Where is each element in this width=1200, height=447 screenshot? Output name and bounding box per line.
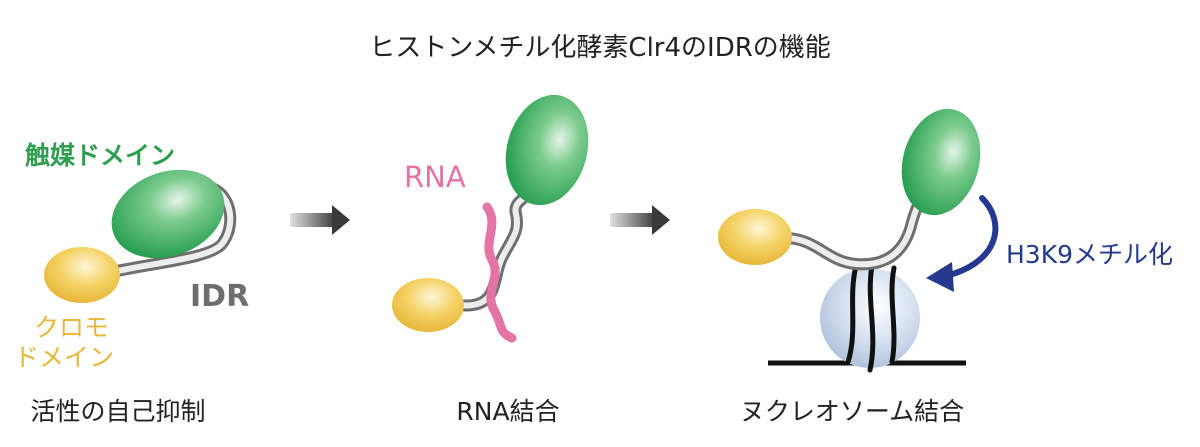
methylation-arrow [943,195,999,279]
panel-rna-binding: RNA RNA結合 [392,94,589,426]
idr-linker-highlight [109,185,234,275]
transition-arrow-1 [290,205,350,235]
rna-label: RNA [404,160,466,194]
catalytic-domain-label: 触媒ドメイン [25,141,175,170]
idr-label: IDR [190,279,249,314]
rna-strand [482,202,517,343]
caption-autoinhibition: 活性の自己抑制 [30,397,205,426]
diagram-title: ヒストンメチル化酵素Clr4のIDRの機能 [369,33,831,63]
panel-nucleosome-binding: H3K9メチル化 ヌクレオソーム結合 [718,108,1173,426]
caption-rna-binding: RNA結合 [456,397,559,426]
methylation-label: H3K9メチル化 [1006,240,1173,269]
transition-arrow-2 [610,205,670,235]
chromodomain-shape [718,209,792,265]
methylation-arrowhead [926,262,954,292]
panel-autoinhibition: 触媒ドメイン IDR クロモ ドメイン 活性の自己抑制 [14,141,249,426]
chromodomain-label-line2: ドメイン [14,343,114,372]
chromodomain-shape [392,278,464,332]
chromodomain-shape [44,247,120,303]
catalytic-domain-shape [505,94,589,206]
catalytic-domain-shape [111,169,225,259]
dna-wrap-2 [867,263,876,373]
dna-wrap-3 [889,265,897,365]
catalytic-domain-shape [901,108,981,216]
idr-linker [782,186,932,271]
chromodomain-label-line1: クロモ [34,313,109,342]
caption-nucleosome-binding: ヌクレオソーム結合 [740,397,964,426]
dna-wrap-1 [845,263,859,365]
